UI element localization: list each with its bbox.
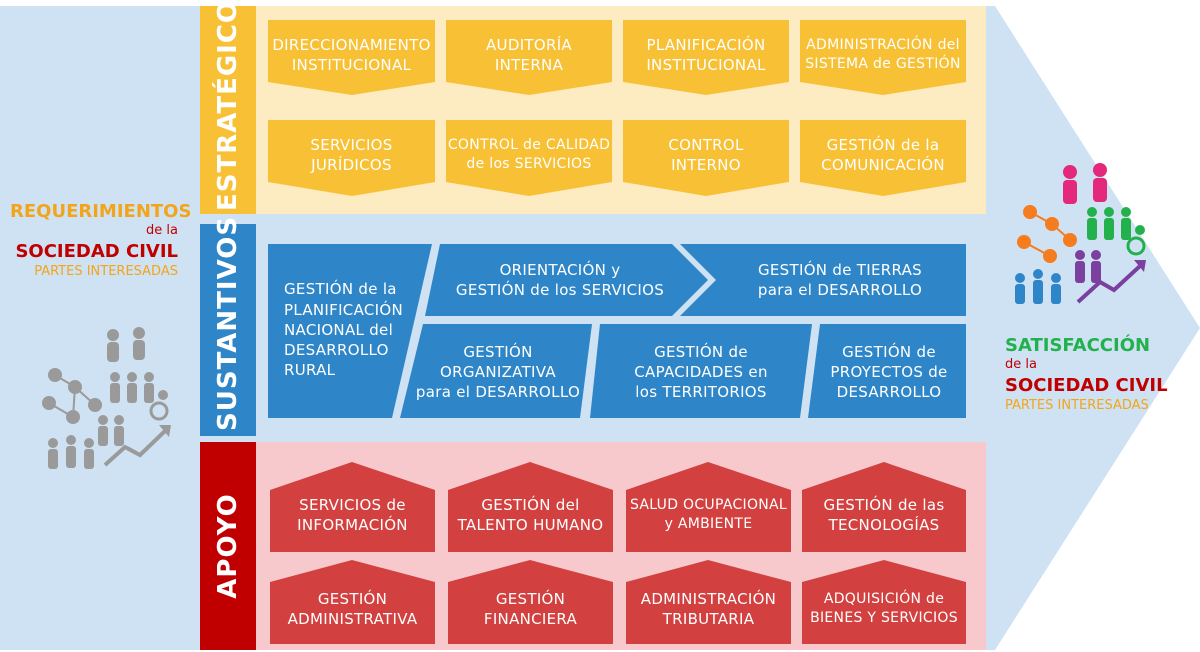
- estrategico-item-6: CONTROL de CALIDAD de los SERVICIOS: [446, 124, 612, 186]
- estrategico-item-4-line2: SISTEMA de GESTIÓN: [805, 56, 961, 72]
- estrategico-item-5-line1: SERVICIOS: [310, 135, 393, 154]
- apoyo-item-8-line2: BIENES Y SERVICIOS: [810, 610, 958, 626]
- apoyo-item-1: SERVICIOS de INFORMACIÓN: [270, 482, 435, 548]
- estrategico-item-2-line1: AUDITORÍA: [486, 35, 572, 54]
- left-caption: REQUERIMIENTOS de la SOCIEDAD CIVIL PART…: [10, 200, 192, 281]
- estrategico-item-4-line1: ADMINISTRACIÓN del: [806, 37, 960, 54]
- sustantivos-label: SUSTANTIVOS: [213, 215, 243, 431]
- estrategico-item-2-line2: INTERNA: [494, 56, 564, 74]
- sustantivo-item-3: GESTIÓN de TIERRAS para el DESARROLLO: [720, 248, 960, 312]
- sustantivo-item-1-line2: PLANIFICACIÓN: [284, 300, 403, 319]
- sustantivo-item-2-line2: GESTIÓN de los SERVICIOS: [455, 281, 665, 299]
- sustantivo-item-3-line2: para el DESARROLLO: [757, 281, 923, 299]
- apoyo-item-7-line2: TRIBUTARIA: [662, 610, 755, 628]
- sustantivo-item-1-line5: RURAL: [284, 361, 336, 380]
- apoyo-item-8-line1: ADQUISICIÓN de: [823, 591, 945, 608]
- apoyo-label: APOYO: [213, 493, 243, 599]
- estrategico-item-5-line2: JURÍDICOS: [311, 156, 392, 174]
- estrategico-item-1-line1: DIRECCIONAMIENTO: [272, 35, 431, 54]
- estrategico-item-1: DIRECCIONAMIENTO INSTITUCIONAL: [268, 24, 435, 86]
- sustantivo-item-1-line4: DESARROLLO: [284, 341, 389, 360]
- apoyo-item-6: GESTIÓN FINANCIERA: [448, 576, 613, 642]
- estrategico-item-7: CONTROL INTERNO: [623, 124, 789, 186]
- community-people-icon: [42, 327, 171, 469]
- apoyo-item-4-line1: GESTIÓN de las: [823, 495, 945, 514]
- left-panel-bg: [0, 6, 190, 650]
- apoyo-band: [200, 442, 256, 650]
- apoyo-item-3-line2: y AMBIENTE: [664, 516, 753, 532]
- sustantivo-item-1-line1: GESTIÓN de la: [284, 280, 397, 299]
- left-caption-line1: REQUERIMIENTOS: [10, 201, 192, 222]
- sustantivo-item-4-line2: ORGANIZATIVA: [440, 362, 556, 381]
- right-caption-line1: SATISFACCIÓN: [1005, 335, 1151, 356]
- estrategicos-band: [200, 6, 256, 214]
- apoyo-item-3-line1: SALUD OCUPACIONAL: [629, 497, 788, 514]
- sustantivo-item-2-line1: ORIENTACIÓN y: [499, 260, 621, 279]
- right-caption-line4: PARTES INTERESADAS: [1005, 397, 1149, 413]
- estrategico-item-3-line1: PLANIFICACIÓN: [646, 35, 766, 54]
- apoyo-item-4-line2: TECNOLOGÍAS: [828, 516, 940, 534]
- estrategico-item-3: PLANIFICACIÓN INSTITUCIONAL: [623, 24, 789, 86]
- estrategico-item-8: GESTIÓN de la COMUNICACIÓN: [800, 124, 966, 186]
- estrategico-item-6-line1: CONTROL de CALIDAD: [447, 137, 611, 154]
- sustantivo-item-6-line1: GESTIÓN de: [842, 342, 936, 361]
- left-caption-line3: SOCIEDAD CIVIL: [15, 241, 178, 263]
- right-caption-line3: SOCIEDAD CIVIL: [1005, 375, 1168, 397]
- apoyo-item-2-line2: TALENTO HUMANO: [457, 516, 604, 534]
- estrategico-item-2: AUDITORÍA INTERNA: [446, 24, 612, 86]
- estrategico-item-7-line1: CONTROL: [668, 135, 744, 154]
- estrategico-item-8-line2: COMUNICACIÓN: [821, 156, 945, 174]
- sustantivo-item-1-line3: NACIONAL del: [284, 320, 394, 339]
- apoyo-item-2-line1: GESTIÓN del: [481, 495, 580, 514]
- estrategicos-label: ESTRATÉGICOS: [213, 0, 243, 211]
- right-caption-line2: de la: [1005, 357, 1037, 373]
- sustantivo-item-3-line1: GESTIÓN de TIERRAS: [757, 260, 922, 279]
- apoyo-item-5: GESTIÓN ADMINISTRATIVA: [270, 576, 435, 642]
- apoyo-item-3: SALUD OCUPACIONAL y AMBIENTE: [626, 482, 791, 548]
- estrategico-item-3-line2: INSTITUCIONAL: [646, 56, 766, 74]
- left-caption-line4: PARTES INTERESADAS: [34, 263, 178, 279]
- estrategico-item-1-line2: INSTITUCIONAL: [291, 56, 412, 74]
- sustantivo-item-4-line1: GESTIÓN: [463, 342, 533, 361]
- apoyo-item-5-line2: ADMINISTRATIVA: [287, 610, 418, 628]
- community-people-colored-icon: [1015, 163, 1146, 304]
- estrategico-item-6-line2: de los SERVICIOS: [466, 156, 592, 172]
- sustantivo-item-6-line3: DESARROLLO: [836, 383, 942, 402]
- apoyo-item-7-line1: ADMINISTRACIÓN: [640, 589, 777, 608]
- left-caption-line2: de la: [146, 223, 178, 239]
- sustantivo-item-5-line2: CAPACIDADES en: [634, 362, 768, 381]
- sustantivo-item-6-line2: PROYECTOS de: [830, 362, 948, 381]
- apoyo-item-5-line1: GESTIÓN: [317, 589, 388, 608]
- apoyo-item-1-line2: INFORMACIÓN: [297, 516, 408, 534]
- apoyo-item-1-line1: SERVICIOS de: [299, 495, 406, 514]
- apoyo-item-6-line2: FINANCIERA: [483, 610, 578, 628]
- apoyo-item-8: ADQUISICIÓN de BIENES Y SERVICIOS: [802, 576, 966, 642]
- sustantivo-item-5-line1: GESTIÓN de: [654, 342, 748, 361]
- sustantivo-item-4-line3: para el DESARROLLO: [415, 383, 581, 402]
- right-caption: SATISFACCIÓN de la SOCIEDAD CIVIL PARTES…: [1005, 334, 1175, 415]
- estrategico-item-5: SERVICIOS JURÍDICOS: [268, 124, 435, 186]
- sustantivo-item-5-line3: los TERRITORIOS: [635, 383, 767, 402]
- apoyo-item-6-line1: GESTIÓN: [495, 589, 566, 608]
- sustantivo-item-2: ORIENTACIÓN y GESTIÓN de los SERVICIOS: [440, 248, 680, 312]
- apoyo-item-7: ADMINISTRACIÓN TRIBUTARIA: [626, 576, 791, 642]
- estrategico-item-7-line2: INTERNO: [671, 156, 741, 174]
- estrategico-item-8-line1: GESTIÓN de la: [826, 135, 940, 154]
- sustantivos-band: [200, 224, 256, 436]
